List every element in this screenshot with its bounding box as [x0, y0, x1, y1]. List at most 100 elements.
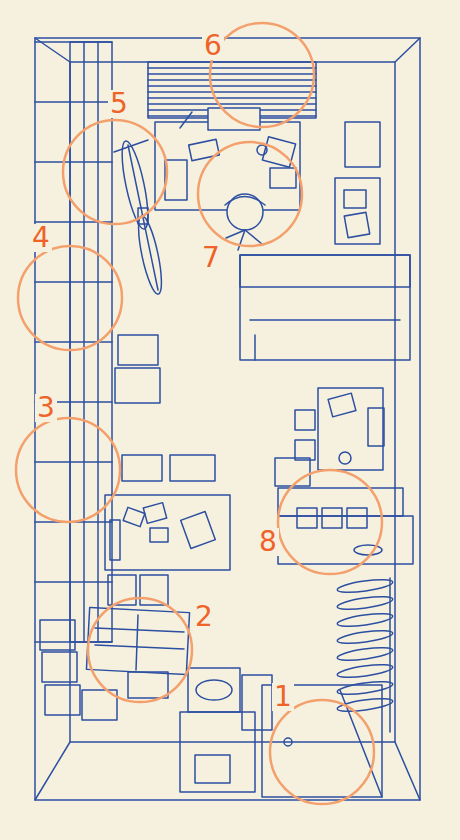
wall-shelf-part	[322, 508, 342, 528]
sofa-bed-part	[136, 615, 138, 670]
low-table-part	[181, 511, 216, 548]
bath-fixtures	[180, 668, 272, 792]
low-table-part	[123, 507, 145, 526]
work-table-part	[275, 458, 310, 486]
callout-circles-part	[198, 142, 302, 246]
work-table-part	[339, 452, 351, 464]
desk-part	[270, 168, 296, 188]
work-table-part	[368, 408, 384, 446]
callout-number: 5	[108, 90, 130, 118]
bed-part	[240, 255, 410, 360]
wall-shelf	[278, 488, 413, 564]
callout-number: 2	[193, 603, 215, 631]
bath-fixtures-part	[195, 755, 230, 783]
wall-shelf-part	[278, 516, 413, 564]
room-walls-part	[35, 742, 70, 800]
desk-part	[257, 145, 267, 155]
sofa-bed-part	[95, 645, 184, 649]
work-table-part	[318, 388, 383, 470]
callout-circles-part	[16, 418, 120, 522]
bath-fixtures-part	[242, 675, 272, 730]
work-table-part	[295, 410, 315, 430]
desk-part	[165, 160, 187, 200]
clothes-rack-part	[337, 662, 394, 680]
entrance-door-part	[284, 738, 292, 746]
sofa-bed-part	[86, 607, 189, 674]
window-blinds-part	[148, 73, 316, 75]
callout-number: 6	[202, 32, 224, 60]
bicycle-part	[117, 139, 153, 231]
wall-shelf-part	[297, 508, 317, 528]
storage-boxes-part	[118, 335, 158, 365]
window-blinds-part	[148, 85, 316, 87]
callout-circles-part	[278, 470, 382, 574]
nightstand	[335, 122, 380, 244]
clothes-rack-part	[337, 645, 394, 663]
desk-chair-part	[225, 197, 265, 206]
room-walls-part	[35, 38, 420, 800]
nightstand-part	[344, 190, 366, 208]
sofa-bed-part	[95, 628, 184, 632]
callout-number: 7	[200, 244, 222, 272]
wall-bookshelf-part	[35, 461, 112, 463]
clothes-rack-part	[337, 611, 394, 629]
wall-shelf-part	[354, 545, 382, 555]
room-walls	[35, 38, 420, 800]
window-blinds-part	[148, 67, 316, 69]
callout-circles	[16, 23, 382, 804]
bath-fixtures-part	[188, 668, 240, 712]
desk-chair-part	[245, 230, 262, 244]
desk-chair-part	[226, 230, 245, 238]
corner-boxes-part	[40, 620, 75, 650]
desk-part	[155, 122, 300, 210]
window-blinds-part	[148, 79, 316, 81]
work-table-part	[328, 393, 356, 417]
low-table-part	[110, 520, 120, 560]
wall-bookshelf-part	[35, 281, 112, 283]
bicycle-part	[128, 145, 158, 290]
callout-number: 1	[272, 683, 294, 711]
desk-part	[180, 112, 192, 128]
clothes-rack-part	[337, 679, 394, 697]
clothes-rack-part	[337, 577, 394, 595]
low-table-part	[143, 503, 166, 524]
window-blinds-part	[148, 97, 316, 99]
bed	[240, 255, 410, 360]
low-table-part	[105, 495, 230, 570]
low-table-part	[150, 528, 168, 542]
callout-circles-part	[210, 23, 314, 127]
wall-bookshelf	[35, 42, 112, 642]
storage-boxes	[108, 335, 215, 605]
bicycle-part	[114, 140, 148, 152]
storage-boxes-part	[122, 455, 162, 481]
callout-circles-part	[18, 246, 122, 350]
wall-shelf-part	[347, 508, 367, 528]
corner-boxes-part	[45, 685, 80, 715]
storage-boxes-part	[170, 455, 215, 481]
desk-part	[189, 139, 220, 160]
bath-fixtures-part	[180, 712, 255, 792]
low-table	[105, 495, 230, 570]
nightstand-part	[335, 178, 380, 244]
storage-boxes-part	[115, 368, 160, 403]
nightstand-part	[344, 212, 369, 237]
work-table-part	[295, 440, 315, 460]
clothes-rack	[337, 577, 394, 732]
wall-bookshelf-part	[35, 41, 112, 43]
work-table	[275, 388, 384, 486]
wall-bookshelf-part	[35, 641, 112, 643]
callout-number: 8	[257, 528, 279, 556]
bed-part	[240, 255, 410, 287]
room-walls-part	[395, 38, 420, 62]
window-blinds-part	[148, 91, 316, 93]
bed-part	[254, 335, 256, 360]
corner-boxes	[40, 620, 117, 720]
nightstand-part	[345, 122, 380, 167]
clothes-rack-part	[337, 594, 394, 612]
wall-bookshelf-part	[35, 581, 112, 583]
window-blinds-part	[148, 103, 316, 105]
room-walls-part	[395, 742, 420, 800]
callout-circles-part	[270, 700, 374, 804]
